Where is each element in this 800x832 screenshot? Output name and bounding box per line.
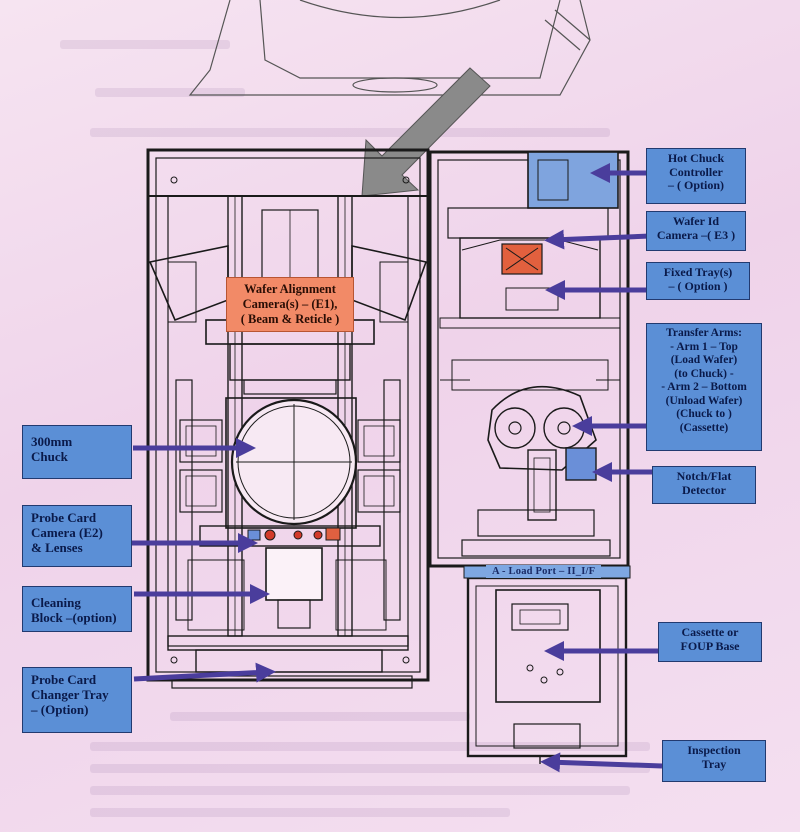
notch-detector-block	[565, 447, 597, 481]
right-frame	[428, 150, 630, 568]
transfer-arms-label: Transfer Arms: - Arm 1 – Top (Load Wafer…	[646, 323, 762, 451]
probe-lens-markers	[247, 527, 341, 541]
probe-card-camera-label: Probe Card Camera (E2) & Lenses	[22, 505, 132, 567]
cassette-foup-label: Cassette or FOUP Base	[658, 622, 762, 662]
faded-text-line	[170, 712, 470, 721]
faded-text-line	[90, 128, 610, 137]
chuck-label: 300mm Chuck	[22, 425, 132, 479]
inspection-tray-label: Inspection Tray	[662, 740, 766, 782]
faded-text-line	[90, 786, 630, 795]
faded-text-line	[60, 40, 230, 49]
faded-text-line	[90, 742, 650, 751]
wafer-id-camera-label: Wafer Id Camera –( E3 )	[646, 211, 746, 251]
load-port-frame	[466, 576, 628, 764]
fixed-tray-label: Fixed Tray(s) – ( Option )	[646, 262, 750, 300]
pointer-arrows	[132, 163, 663, 773]
notch-flat-detector-label: Notch/Flat Detector	[652, 466, 756, 504]
top-perspective-sketch	[188, 0, 591, 96]
hot-chuck-inner	[537, 159, 569, 201]
faded-text-line	[95, 88, 245, 97]
faded-text-line	[90, 808, 510, 817]
faded-text-line	[90, 764, 650, 773]
wafer-alignment-camera-label: Wafer Alignment Camera(s) – (E1), ( Beam…	[226, 277, 354, 332]
top-diagonal-arrow	[361, 67, 491, 197]
cleaning-block-label: Cleaning Block –(option)	[22, 586, 132, 632]
probe-card-changer-tray-label: Probe Card Changer Tray – (Option)	[22, 667, 132, 733]
wafer-id-camera-box	[501, 243, 543, 275]
hot-chuck-controller-label: Hot Chuck Controller – ( Option)	[646, 148, 746, 204]
load-port-label: A - Load Port – II_I/F	[486, 565, 602, 578]
left-frame	[146, 148, 430, 689]
